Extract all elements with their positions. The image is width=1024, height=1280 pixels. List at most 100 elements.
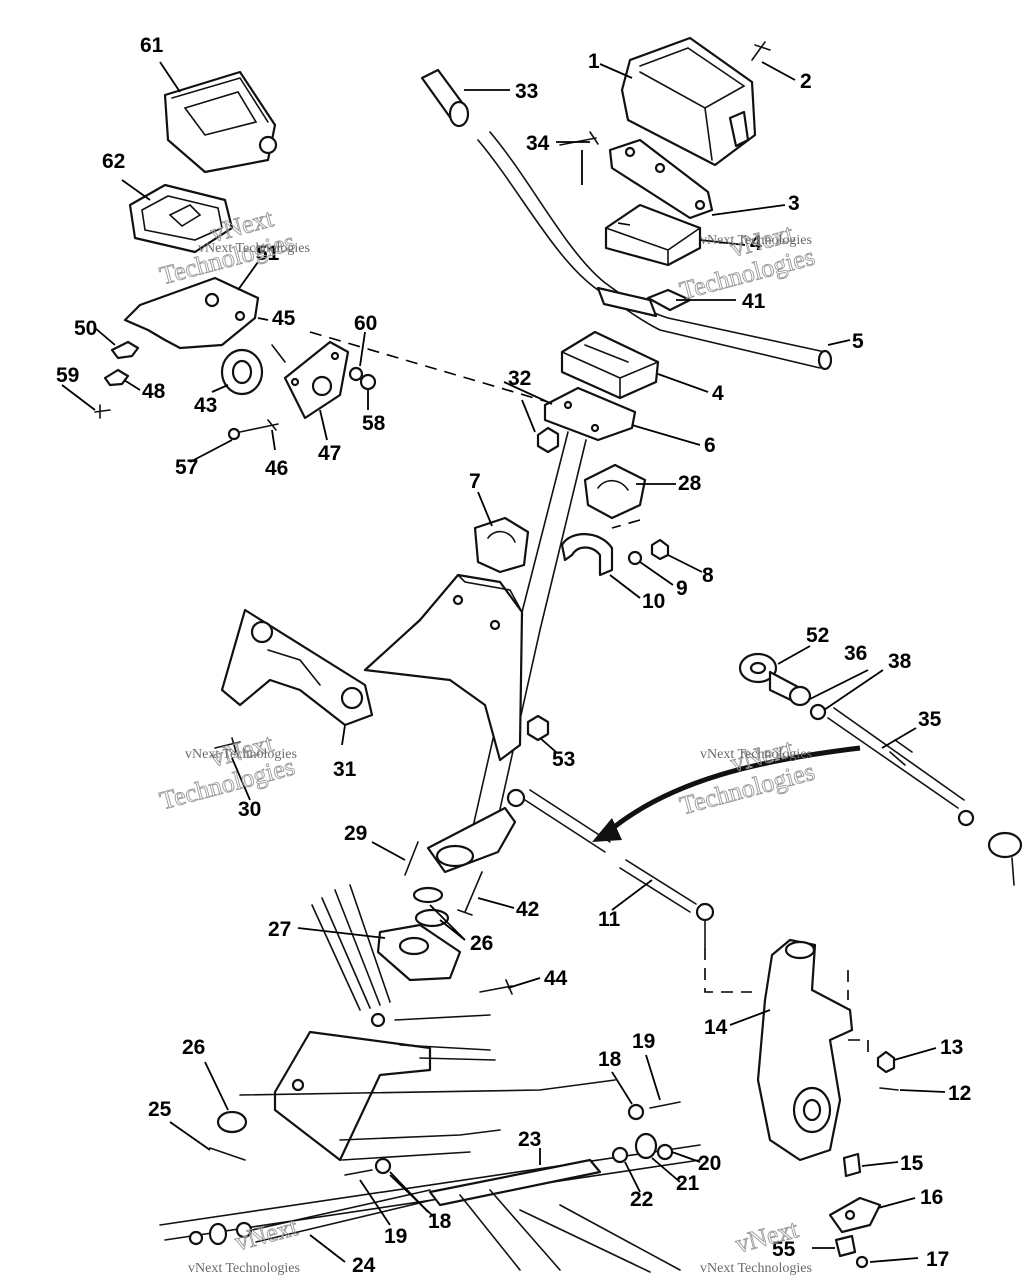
part-30-bolt bbox=[214, 737, 241, 753]
right-nut bbox=[957, 809, 975, 827]
part-46-bolt bbox=[239, 419, 279, 433]
part-35-tube bbox=[827, 707, 965, 809]
lower-frame bbox=[273, 884, 496, 1162]
part-16-plate bbox=[828, 1196, 882, 1234]
part-27-pivot bbox=[376, 923, 462, 982]
part-17-grease-fitting bbox=[855, 1255, 869, 1269]
callout-38: 38 bbox=[888, 650, 912, 673]
callout-32: 32 bbox=[508, 367, 531, 390]
callout-60: 60 bbox=[354, 312, 377, 335]
part-4-clamp-upper bbox=[604, 203, 702, 267]
leader-lines bbox=[61, 61, 946, 1263]
callout-61: 61 bbox=[140, 34, 164, 57]
part-21-bushing bbox=[634, 1132, 658, 1160]
callout-41: 41 bbox=[742, 290, 766, 313]
part-61-cover bbox=[163, 70, 278, 174]
callout-numbers: 61 1 2 33 34 62 3 4 51 41 5 45 60 50 4 5… bbox=[56, 34, 971, 1277]
callout-13: 13 bbox=[940, 1036, 963, 1059]
part-31-bracket bbox=[220, 608, 374, 727]
callout-7: 7 bbox=[469, 470, 481, 493]
part-50-clip bbox=[110, 340, 140, 360]
part-5-handlebar bbox=[596, 281, 833, 371]
callout-29: 29 bbox=[344, 822, 367, 845]
part-38-nut bbox=[809, 703, 827, 721]
lower-washer-b bbox=[235, 1221, 253, 1239]
part-43-grommet bbox=[220, 348, 264, 396]
callout-50: 50 bbox=[74, 317, 97, 340]
part-48-clip bbox=[103, 368, 130, 387]
part-53-nut bbox=[526, 714, 550, 742]
lower-bar bbox=[159, 1079, 701, 1273]
part-6-plate bbox=[543, 386, 637, 442]
callout-18-mid: 18 bbox=[428, 1210, 452, 1233]
part-19-bolt-lower bbox=[344, 1169, 373, 1176]
callout-27: 27 bbox=[268, 918, 291, 941]
part-18-washer-lower bbox=[374, 1157, 392, 1175]
part-47-flange bbox=[283, 340, 350, 420]
part-62-plate bbox=[128, 183, 234, 254]
part-58-nut bbox=[359, 373, 377, 391]
callout-15: 15 bbox=[900, 1152, 924, 1175]
callout-52: 52 bbox=[806, 624, 829, 647]
watermark-caption-bottom-right: vNext Technologies bbox=[700, 1261, 812, 1276]
part-60-washer bbox=[348, 366, 364, 382]
callout-30: 30 bbox=[238, 798, 261, 821]
callout-16: 16 bbox=[920, 1186, 943, 1209]
part-28-bushing bbox=[583, 463, 647, 520]
part-34-bolt bbox=[559, 131, 599, 146]
part-57-washer bbox=[227, 427, 241, 441]
part-3-bracket bbox=[608, 138, 714, 220]
callout-57: 57 bbox=[175, 456, 198, 479]
pointer-arrow bbox=[592, 745, 861, 842]
part-7-bushing bbox=[473, 516, 530, 574]
part-45-pin bbox=[271, 344, 286, 363]
part-1-housing bbox=[620, 36, 757, 167]
part-55-cap bbox=[834, 1234, 857, 1258]
part-25-pin bbox=[209, 1147, 246, 1161]
callout-28: 28 bbox=[678, 472, 702, 495]
callout-26-lower: 26 bbox=[182, 1036, 205, 1059]
watermark-caption-top-right: vNext Technologies bbox=[700, 233, 812, 248]
tie-rod-short bbox=[506, 788, 611, 853]
part-26-washer-lower bbox=[216, 1110, 248, 1134]
watermark-caption-top-left: vNext Technologies bbox=[198, 241, 310, 256]
callout-44: 44 bbox=[544, 967, 568, 990]
callout-17: 17 bbox=[926, 1248, 949, 1271]
part-4-clamp-lower bbox=[560, 330, 660, 400]
lower-bushing-a bbox=[208, 1222, 228, 1246]
part-2-screw bbox=[751, 41, 771, 61]
callout-9: 9 bbox=[676, 577, 688, 600]
watermark-bottom-left: vNext bbox=[231, 1211, 302, 1257]
part-22-washer bbox=[611, 1146, 629, 1164]
callout-36: 36 bbox=[844, 642, 867, 665]
part-20-washer bbox=[656, 1143, 674, 1161]
callout-14: 14 bbox=[704, 1016, 728, 1039]
callout-48: 48 bbox=[142, 380, 166, 403]
part-9-washer bbox=[627, 550, 643, 566]
callout-35: 35 bbox=[918, 708, 942, 731]
part-36-nut bbox=[788, 685, 812, 707]
frame-body bbox=[363, 573, 524, 762]
callout-1: 1 bbox=[588, 50, 600, 73]
callout-53: 53 bbox=[552, 748, 575, 771]
callout-42: 42 bbox=[516, 898, 539, 921]
callout-5: 5 bbox=[852, 330, 864, 353]
callout-10: 10 bbox=[642, 590, 665, 613]
frame-rod bbox=[339, 1129, 501, 1161]
callout-6: 6 bbox=[704, 434, 716, 457]
callout-12: 12 bbox=[948, 1082, 971, 1105]
callout-11: 11 bbox=[598, 908, 621, 931]
callout-33: 33 bbox=[515, 80, 538, 103]
callout-62: 62 bbox=[102, 150, 125, 173]
callout-22: 22 bbox=[630, 1188, 653, 1211]
part-32-nut bbox=[536, 426, 560, 454]
part-11-tie-rod bbox=[619, 859, 715, 949]
callout-19-lower: 19 bbox=[384, 1225, 407, 1248]
callout-18-upper: 18 bbox=[598, 1048, 622, 1071]
watermark-mid-right: vNext Technologies bbox=[676, 733, 818, 821]
part-42-bolt bbox=[457, 871, 483, 916]
part-14-spindle bbox=[756, 938, 854, 1162]
lower-washer-a bbox=[188, 1230, 204, 1246]
right-rod-end bbox=[987, 831, 1023, 886]
